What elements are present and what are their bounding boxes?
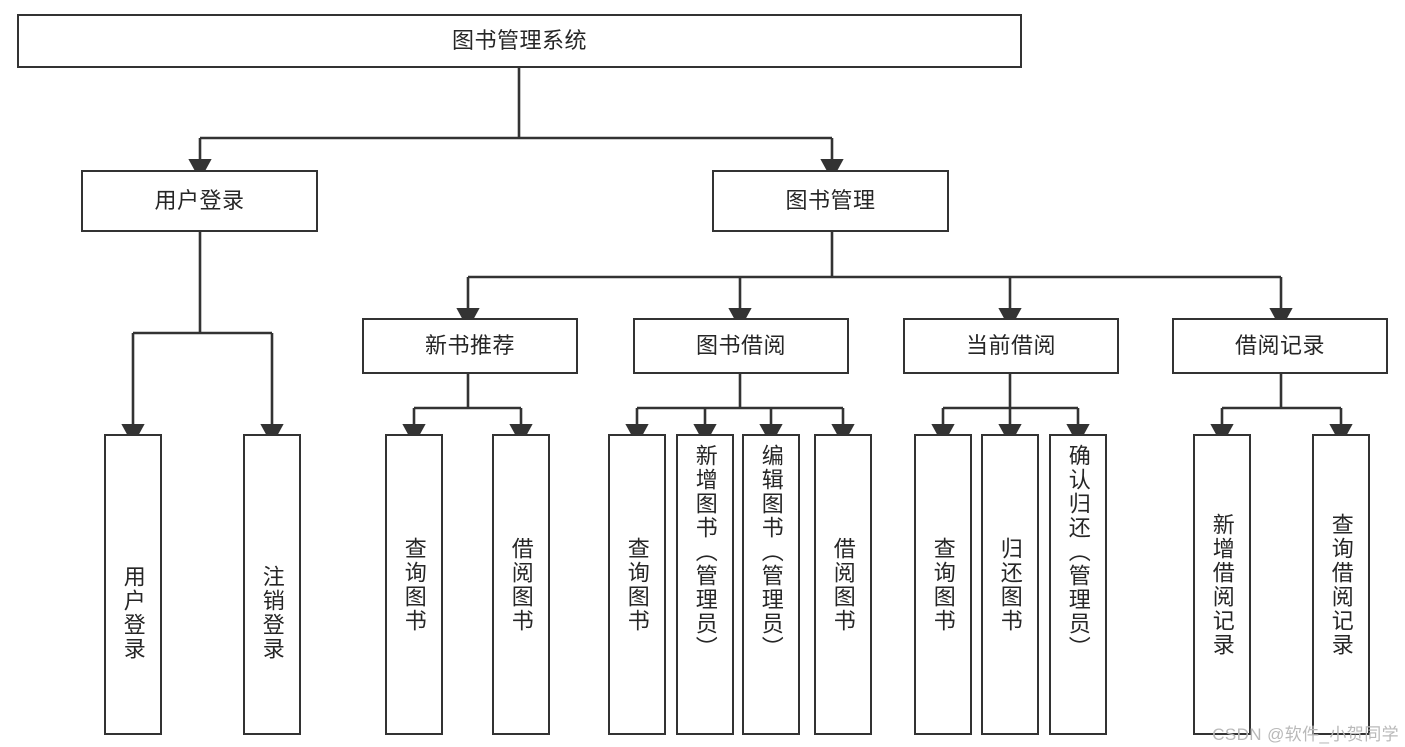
node-leaf-borrow-book-1-label: 借阅图书 <box>508 536 534 633</box>
node-borrow-record-label: 借阅记录 <box>1234 332 1325 358</box>
node-root-label: 图书管理系统 <box>451 27 587 53</box>
node-leaf-add-book[interactable]: 新增图书（管理员） <box>676 434 734 735</box>
node-leaf-query-book-1[interactable]: 查询图书 <box>385 434 443 735</box>
node-leaf-add-record[interactable]: 新增借阅记录 <box>1193 434 1251 735</box>
node-new-book-recommend[interactable]: 新书推荐 <box>362 318 578 374</box>
node-leaf-edit-book-label: 编辑图书（管理员） <box>758 444 784 660</box>
node-leaf-query-book-1-label: 查询图书 <box>401 536 427 633</box>
node-leaf-return-book[interactable]: 归还图书 <box>981 434 1039 735</box>
node-leaf-edit-book[interactable]: 编辑图书（管理员） <box>742 434 800 735</box>
node-leaf-query-book-3[interactable]: 查询图书 <box>914 434 972 735</box>
node-current-borrow-label: 当前借阅 <box>965 332 1056 358</box>
node-leaf-add-book-label: 新增图书（管理员） <box>692 444 718 660</box>
node-leaf-return-book-label: 归还图书 <box>997 536 1023 633</box>
node-book-borrow-label: 图书借阅 <box>695 332 786 358</box>
node-leaf-query-book-3-label: 查询图书 <box>930 536 956 633</box>
node-leaf-confirm-return[interactable]: 确认归还（管理员） <box>1049 434 1107 735</box>
node-leaf-logout-login-label: 注销登录 <box>259 565 285 661</box>
node-user-login-label: 用户登录 <box>154 187 245 213</box>
node-leaf-borrow-book-1[interactable]: 借阅图书 <box>492 434 550 735</box>
node-leaf-query-book-2[interactable]: 查询图书 <box>608 434 666 735</box>
node-book-borrow[interactable]: 图书借阅 <box>633 318 849 374</box>
node-leaf-query-record[interactable]: 查询借阅记录 <box>1312 434 1370 735</box>
node-current-borrow[interactable]: 当前借阅 <box>903 318 1119 374</box>
node-leaf-query-book-2-label: 查询图书 <box>624 536 650 633</box>
node-leaf-logout-login[interactable]: 注销登录 <box>243 434 301 735</box>
node-book-manage[interactable]: 图书管理 <box>712 170 949 232</box>
node-user-login[interactable]: 用户登录 <box>81 170 318 232</box>
node-leaf-query-record-label: 查询借阅记录 <box>1328 512 1354 657</box>
node-leaf-borrow-book-2-label: 借阅图书 <box>830 536 856 633</box>
node-leaf-user-login[interactable]: 用户登录 <box>104 434 162 735</box>
node-book-manage-label: 图书管理 <box>785 187 876 213</box>
node-leaf-add-record-label: 新增借阅记录 <box>1209 512 1235 657</box>
node-new-book-recommend-label: 新书推荐 <box>424 332 515 358</box>
node-leaf-borrow-book-2[interactable]: 借阅图书 <box>814 434 872 735</box>
node-root[interactable]: 图书管理系统 <box>17 14 1022 68</box>
node-leaf-confirm-return-label: 确认归还（管理员） <box>1065 444 1091 660</box>
node-borrow-record[interactable]: 借阅记录 <box>1172 318 1388 374</box>
node-leaf-user-login-label: 用户登录 <box>120 565 146 661</box>
